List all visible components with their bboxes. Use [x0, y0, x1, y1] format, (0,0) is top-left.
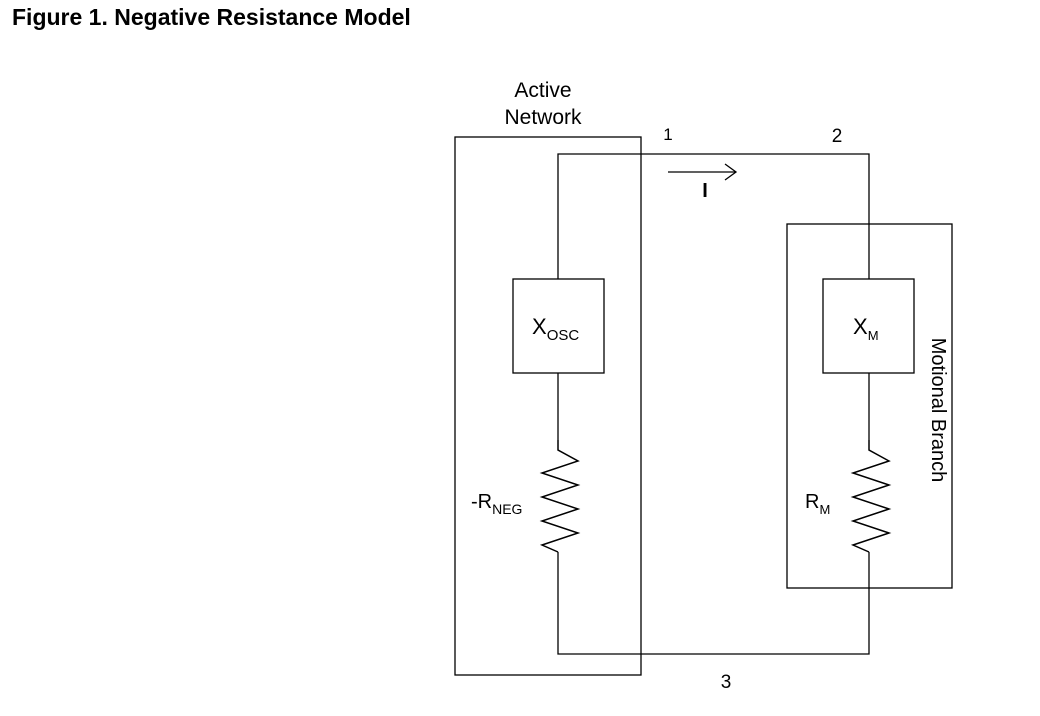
node-3-label: 3 [721, 672, 732, 693]
current-arrow-head [724, 163, 738, 181]
x-m-reactance-box [822, 278, 915, 374]
r-m-resistor [850, 440, 892, 553]
node-1-label: 1 [663, 125, 672, 144]
motional-branch-label: Motional Branch [927, 338, 949, 483]
bottom-wire [557, 552, 870, 655]
current-label: I [702, 180, 708, 202]
active-network-label-line2: Network [504, 106, 582, 129]
r-neg-resistor [539, 440, 581, 553]
r-neg-label: -RNEG [471, 491, 522, 517]
x-m-label: XM [853, 314, 879, 343]
active-network-label-line1: Active [514, 79, 571, 102]
left-top-wire [557, 153, 870, 279]
x-osc-label: XOSC [532, 314, 579, 344]
node-2-label: 2 [832, 126, 843, 147]
active-network-box [454, 136, 642, 676]
r-m-label: RM [805, 491, 830, 517]
figure-title: Figure 1. Negative Resistance Model [12, 4, 411, 30]
x-osc-reactance-box [512, 278, 605, 374]
